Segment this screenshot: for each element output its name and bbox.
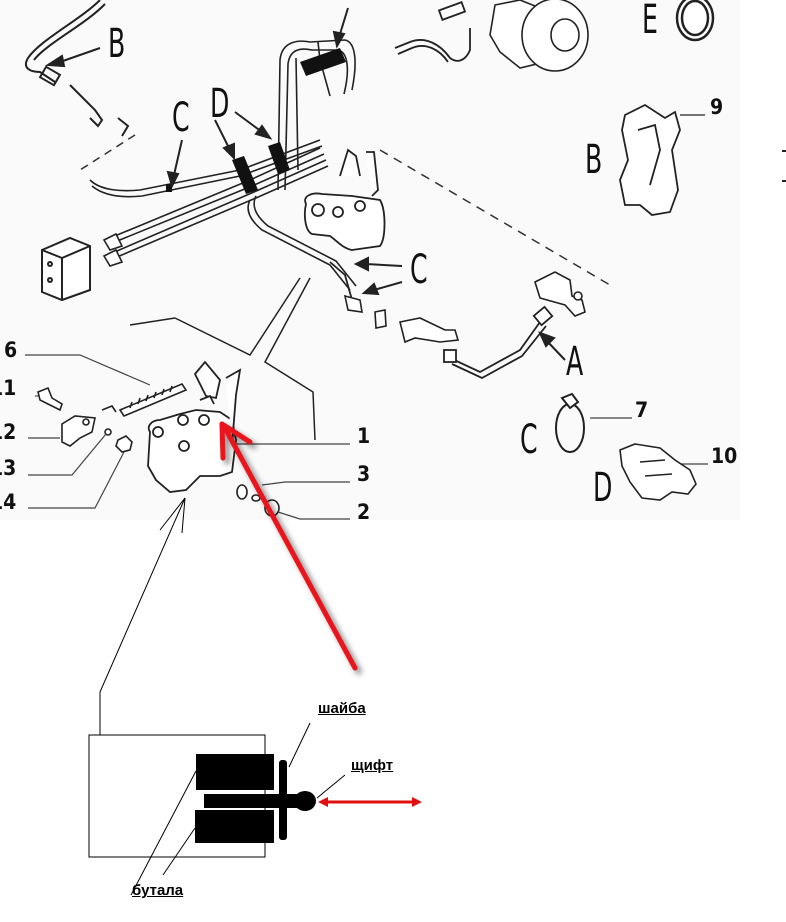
leader-line-top-1 <box>129 317 176 326</box>
label-washer: шайба <box>318 700 366 717</box>
caliper-disc <box>489 0 589 72</box>
bracket-part-12 <box>61 415 96 447</box>
brake-hose-top <box>394 1 471 63</box>
pressure-regulator-upper <box>304 148 386 251</box>
pin-shaft <box>204 794 306 808</box>
group-label-c-mid: C <box>410 247 428 293</box>
detail-leader-lines <box>99 497 186 737</box>
arrow-c-left <box>166 139 183 189</box>
pipe-clips <box>166 48 346 194</box>
part-number-10: 10 <box>711 444 738 468</box>
label-pin: щифт <box>351 757 394 774</box>
pin-motion-arrow <box>318 797 422 807</box>
dashed-guide-left <box>79 134 136 171</box>
group-label-d-bottom: D <box>593 465 613 511</box>
group-label-d-top: D <box>210 81 230 127</box>
arrow-top-center <box>332 7 349 49</box>
label-pistons: бутала <box>132 882 184 899</box>
caliper-bracket <box>619 103 705 216</box>
brake-pipe-a <box>329 261 554 380</box>
clip-part-10 <box>619 443 697 501</box>
brake-pipe-b <box>24 0 130 137</box>
regulator-part-1 <box>147 360 242 493</box>
arrow-c-mid-1 <box>353 256 403 272</box>
piston-upper <box>196 754 274 790</box>
pin-head <box>294 791 316 811</box>
arrow-b <box>44 47 101 68</box>
group-label-a: A <box>566 339 584 385</box>
spring-part-6 <box>101 383 188 417</box>
part-number-12: 12 <box>0 420 17 444</box>
bracket-parts <box>343 271 586 344</box>
highlight-arrow <box>219 421 358 671</box>
group-label-c-bottom: C <box>520 417 538 463</box>
arrow-a <box>538 331 566 361</box>
hose-clamp-part-7 <box>555 392 585 453</box>
junction-block <box>41 236 91 302</box>
dashed-guide-right <box>379 149 611 286</box>
part-number-6: 6 <box>4 338 18 362</box>
part-number-14: 14 <box>0 490 17 514</box>
leader-line-top-2 <box>174 277 301 356</box>
part-number-13: 13 <box>0 456 17 480</box>
pipe-fittings-left <box>102 232 124 267</box>
part-number-1: 1 <box>357 424 371 448</box>
part-number-11: 11 <box>0 376 17 400</box>
arrow-d-1 <box>214 119 235 161</box>
small-part-13 <box>104 428 112 436</box>
piston-lower <box>195 810 274 843</box>
brake-pipe-bundle <box>89 39 357 291</box>
arrow-c-mid-2 <box>361 281 403 296</box>
part-number-7: 7 <box>635 398 649 422</box>
abs-ring <box>675 0 715 42</box>
arrow-d-2 <box>234 111 273 140</box>
group-label-b-top: B <box>108 21 126 67</box>
edge-marks <box>782 150 786 182</box>
detail-label-leaders <box>130 722 346 896</box>
leader-line-top-3 <box>264 277 316 441</box>
part-number-2: 2 <box>357 500 371 524</box>
exploded-view-background <box>0 0 740 520</box>
part-number-3: 3 <box>357 462 371 486</box>
nut-part-14 <box>115 435 133 453</box>
part-leader-lines <box>25 354 708 520</box>
group-label-c-left: C <box>172 95 190 141</box>
part-number-9: 9 <box>710 95 724 119</box>
group-label-b-right: B <box>585 137 603 183</box>
group-label-e: E <box>642 0 658 43</box>
bolt-part-11 <box>37 386 63 412</box>
